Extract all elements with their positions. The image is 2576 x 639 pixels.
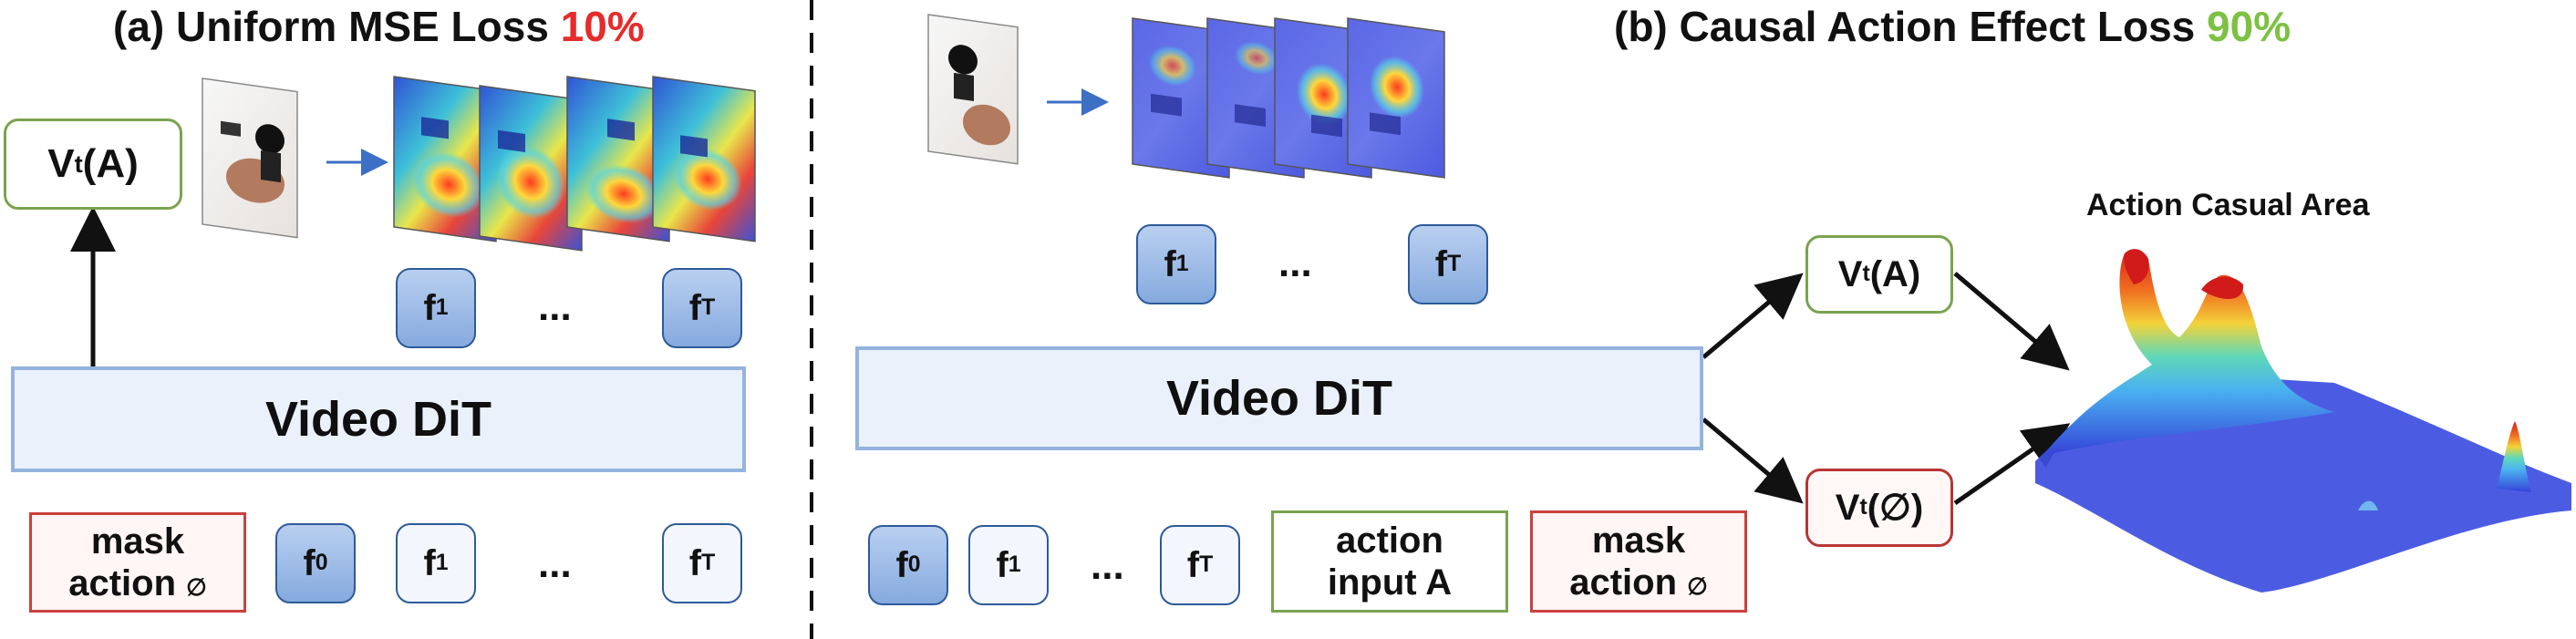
heatmap-frames-b xyxy=(1132,17,1445,179)
dots-top-a: ... xyxy=(538,284,572,329)
action-line1: action xyxy=(1336,520,1443,561)
token-subscript: T xyxy=(1447,252,1462,276)
panel-a-title-percent: 10% xyxy=(560,3,645,50)
output-symbol: V xyxy=(47,141,75,186)
null-symbol: ∅ xyxy=(186,573,207,601)
output-symbol: V xyxy=(1835,487,1860,528)
mask-action-box-b: mask action ∅ xyxy=(1530,510,1747,613)
arrow-dit-to-vt-a xyxy=(1702,273,1804,359)
arrow-dit-to-vt-null xyxy=(1702,417,1804,504)
heatmap-frames-a xyxy=(393,76,756,252)
mask-action-box-a: mask action ∅ xyxy=(29,512,246,613)
mask-line2: action xyxy=(68,563,176,603)
output-argument: (A) xyxy=(1869,253,1921,294)
panel-a-title: (a) Uniform MSE Loss 10% xyxy=(113,2,645,51)
token-base: f xyxy=(1186,544,1200,585)
token-base: f xyxy=(423,287,436,328)
token-subscript: 0 xyxy=(315,551,328,575)
video-dit-block-a: Video DiT xyxy=(11,366,746,472)
token-subscript: 0 xyxy=(907,552,921,577)
token-subscript: T xyxy=(701,295,716,320)
panel-a-title-text: (a) Uniform MSE Loss xyxy=(113,3,549,50)
token-base: f xyxy=(688,287,702,328)
token-base: f xyxy=(688,542,702,583)
token-base: f xyxy=(303,542,316,583)
dots-bottom-b: ... xyxy=(1091,543,1124,588)
action-causal-surface xyxy=(2035,249,2571,593)
token-subscript: T xyxy=(1199,552,1214,577)
source-frame-image-b xyxy=(927,14,1019,165)
token-subscript: 1 xyxy=(1008,552,1021,577)
action-causal-area-label: Action Casual Area xyxy=(2086,188,2370,222)
token-subscript: 1 xyxy=(435,551,449,575)
output-symbol: V xyxy=(1837,253,1863,294)
panel-b-title: (b) Causal Action Effect Loss 90% xyxy=(1614,2,2291,51)
token-base: f xyxy=(996,544,1009,585)
dots-bottom-a: ... xyxy=(538,541,572,586)
token-subscript: 1 xyxy=(1175,252,1189,276)
token-subscript: T xyxy=(701,551,716,575)
panel-b-title-percent: 90% xyxy=(2207,3,2292,50)
mask-line1: mask xyxy=(90,521,185,562)
mask-line2: action xyxy=(1569,562,1677,603)
token-base: f xyxy=(423,542,436,583)
arrow-vt-null-to-surface xyxy=(1953,423,2071,506)
output-subscript: t xyxy=(74,149,83,178)
dots-top-b: ... xyxy=(1278,241,1312,285)
output-subscript: t xyxy=(1862,262,1870,286)
output-subscript: t xyxy=(1859,495,1867,520)
mask-line1: mask xyxy=(1591,520,1686,561)
token-base: f xyxy=(895,544,908,585)
arrow-vt-a-to-surface xyxy=(1953,272,2070,371)
output-argument: (∅) xyxy=(1867,488,1924,528)
action-line2: input A xyxy=(1327,562,1453,603)
output-argument: (A) xyxy=(82,141,139,186)
token-subscript: 1 xyxy=(435,295,449,320)
source-frame-image-a xyxy=(202,77,298,239)
null-symbol: ∅ xyxy=(1687,572,1708,600)
action-input-box-b: action input A xyxy=(1271,510,1508,613)
video-dit-block-b: Video DiT xyxy=(855,346,1703,450)
panel-b-title-text: (b) Causal Action Effect Loss xyxy=(1614,3,2196,50)
token-base: f xyxy=(1434,243,1448,284)
token-base: f xyxy=(1164,243,1176,284)
